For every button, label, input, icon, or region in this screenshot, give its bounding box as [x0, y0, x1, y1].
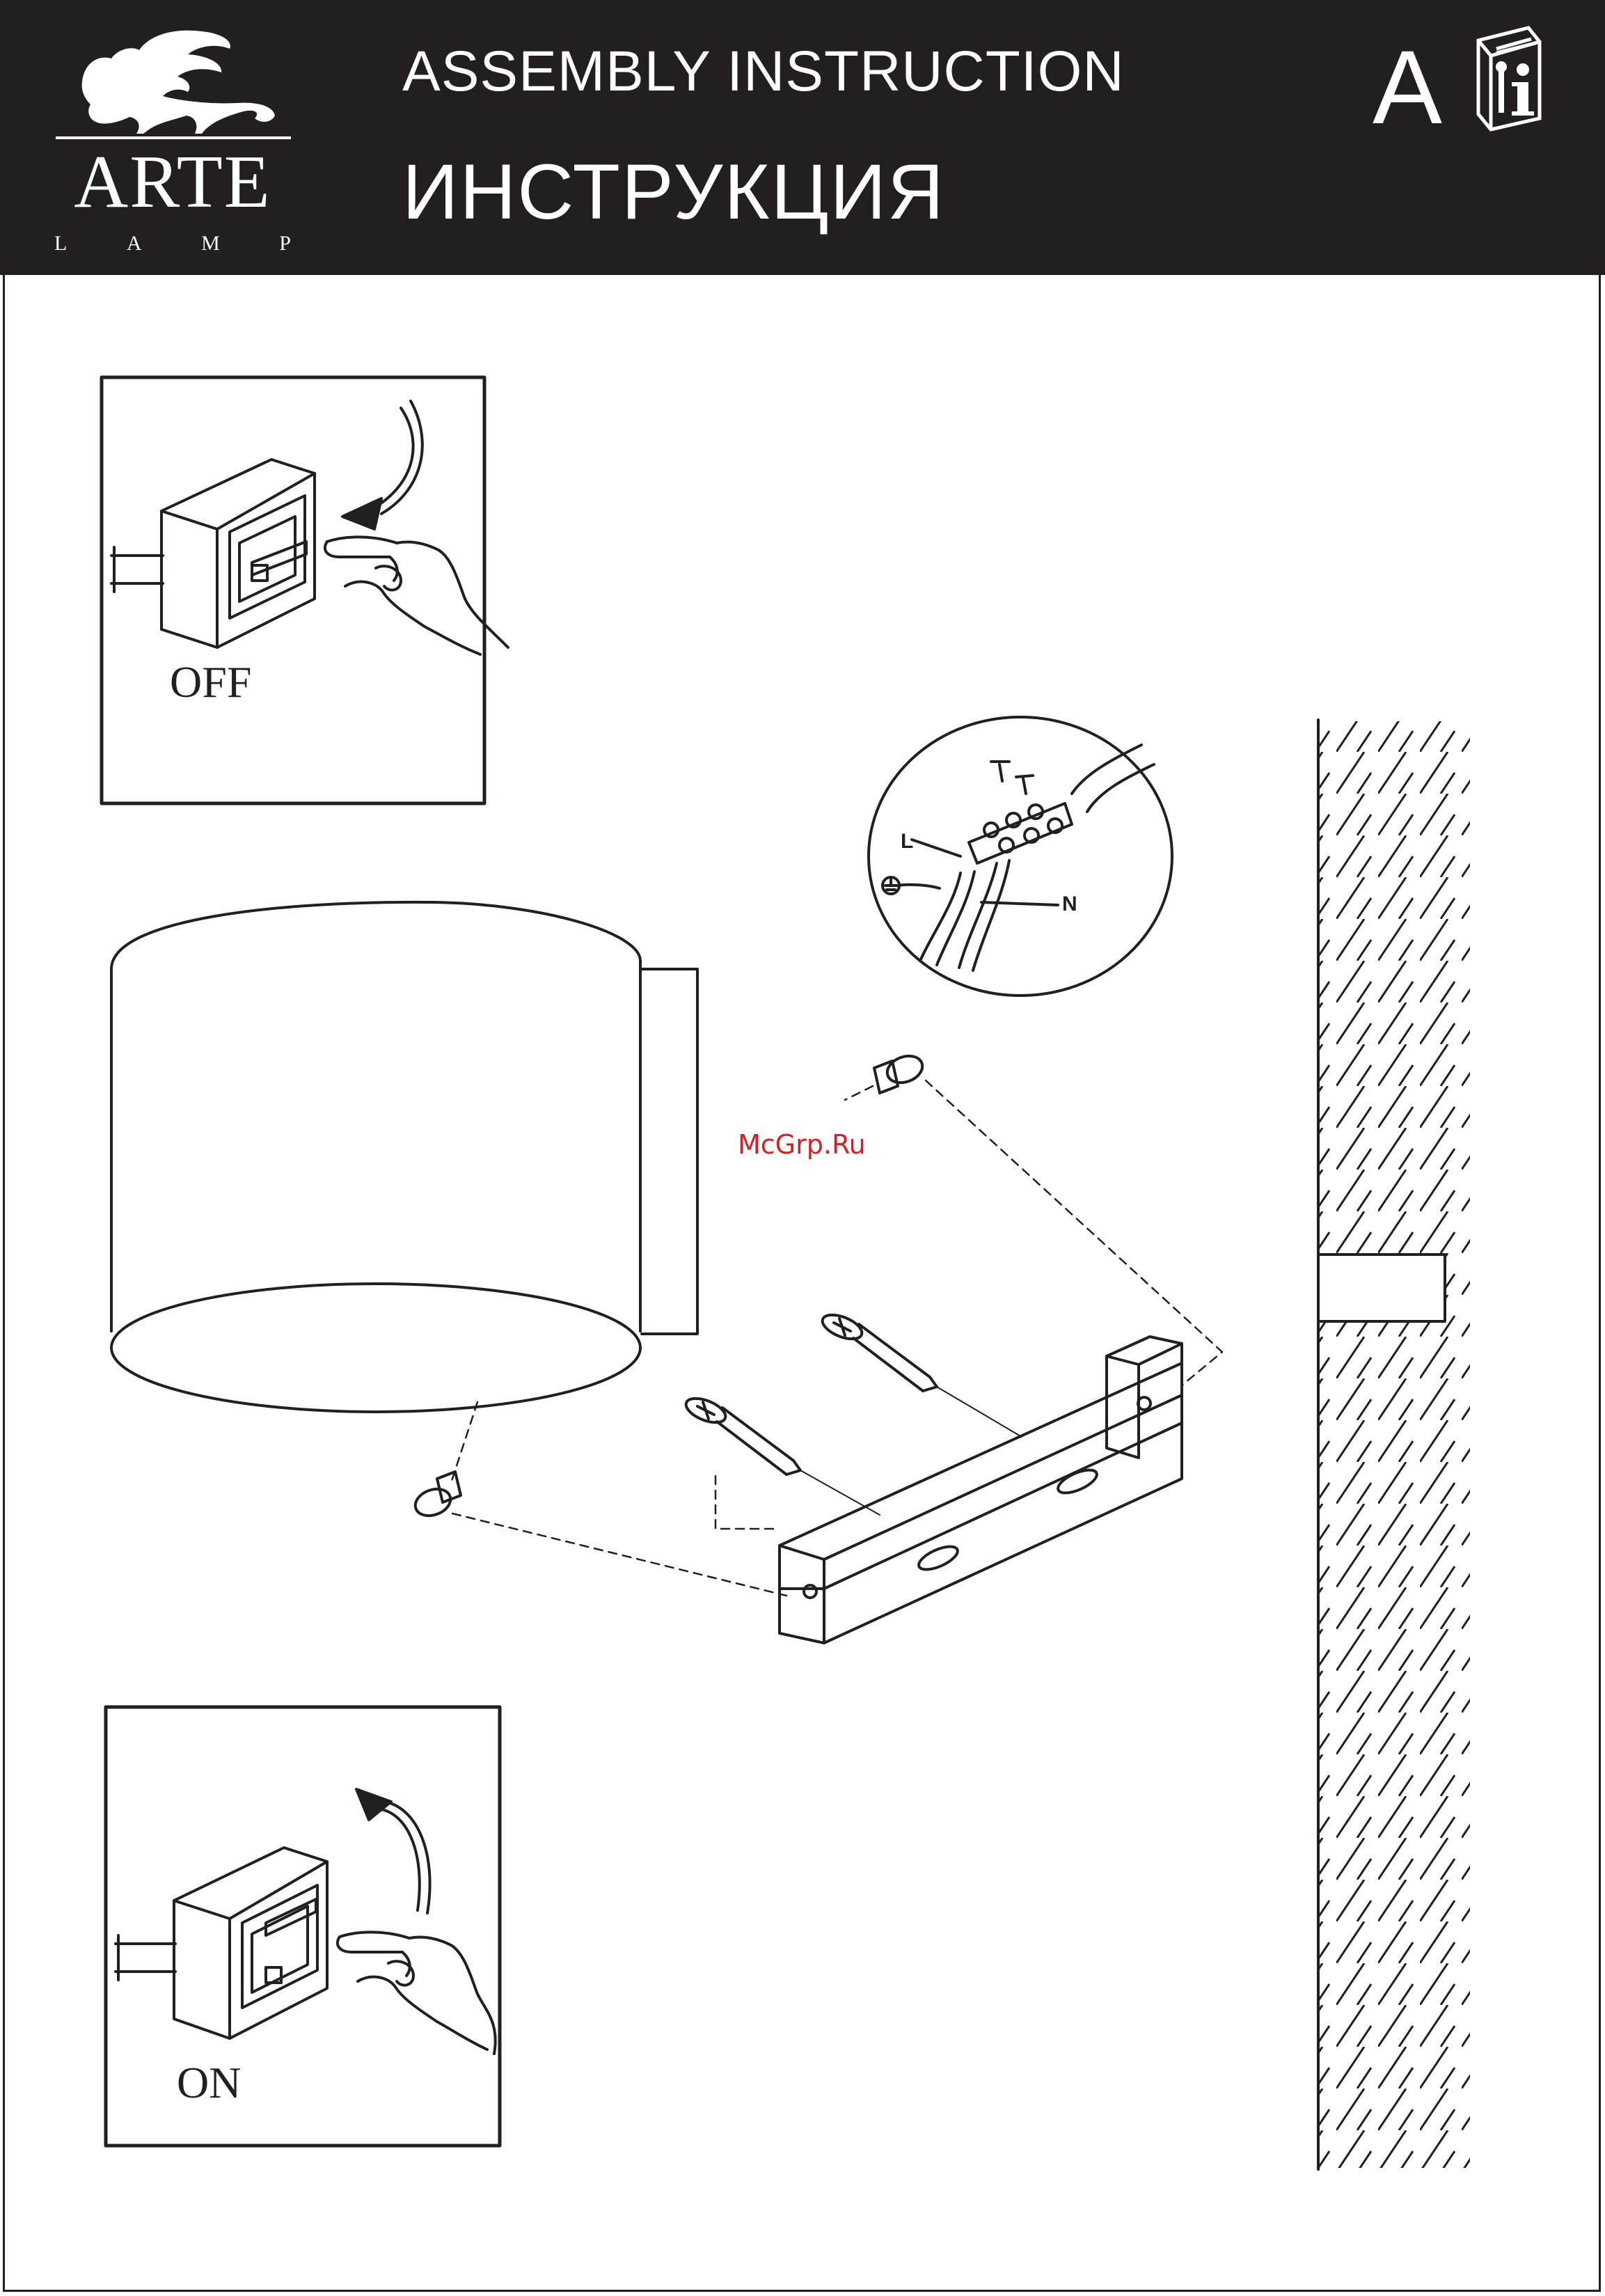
short-screw [874, 1051, 926, 1093]
long-screw [819, 1310, 1022, 1437]
long-screw [683, 1394, 880, 1515]
on-label: ON [177, 2061, 241, 2105]
live-wire-label: L [901, 831, 913, 852]
wall-section [1318, 720, 1470, 2169]
switch-on-panel [106, 1707, 500, 2146]
switch-off-panel [102, 377, 508, 803]
wall-lamp-shade [111, 902, 697, 1412]
wiring-detail [869, 717, 1172, 996]
neutral-wire-label: N [1062, 894, 1077, 915]
off-label: OFF [170, 660, 251, 705]
mounting-bracket [780, 1337, 1182, 1643]
watermark-text: McGrp.Ru [738, 1131, 866, 1158]
